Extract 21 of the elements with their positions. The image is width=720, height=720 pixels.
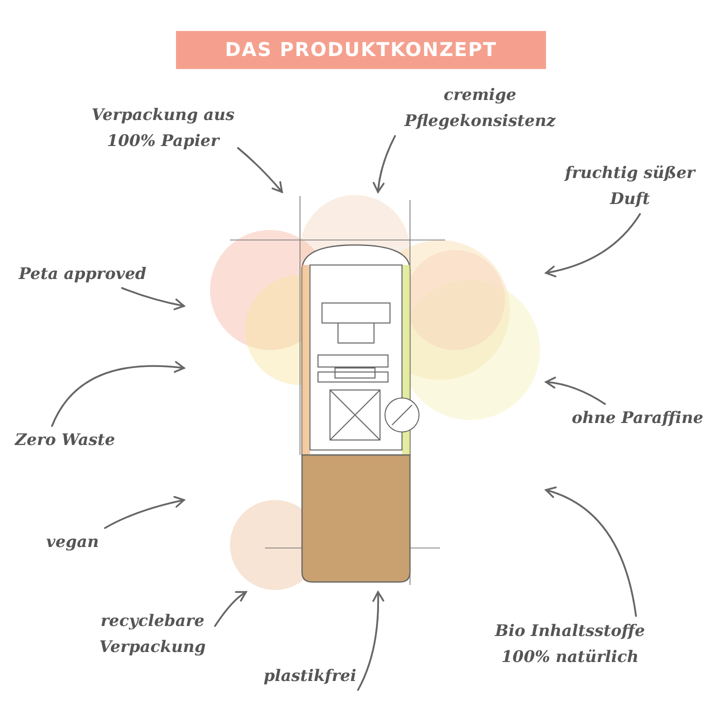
arrow — [214, 591, 247, 627]
feature-label: Zero Waste — [10, 426, 120, 454]
arrow — [372, 135, 396, 193]
arrow — [545, 487, 637, 617]
arrow — [104, 496, 185, 529]
feature-label: Bio Inhaltsstoffe 100% natürlich — [495, 616, 645, 672]
title-banner: DAS PRODUKTKONZEPT — [176, 31, 546, 69]
feature-label: plastikfrei — [255, 662, 365, 690]
arrow — [121, 287, 185, 310]
arrow — [545, 376, 606, 405]
feature-label: recyclebare Verpackung — [90, 606, 215, 662]
feature-label: vegan — [40, 528, 105, 556]
arrow — [237, 147, 283, 193]
feature-label: ohne Paraffine — [565, 404, 710, 432]
feature-label: Verpackung aus 100% Papier — [88, 100, 238, 156]
feature-label: Peta approved — [15, 260, 150, 288]
arrow — [51, 361, 185, 427]
feature-label: cremige Pflegekonsistenz — [395, 80, 565, 136]
feature-label: fruchtig süßer Duft — [565, 158, 695, 214]
arrow — [357, 591, 384, 691]
arrow — [545, 213, 641, 278]
